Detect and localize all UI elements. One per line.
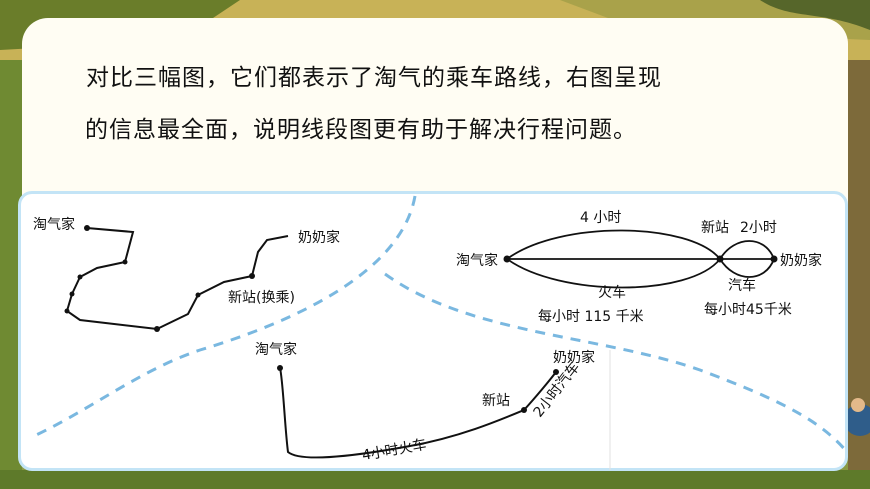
bottom-end-label: 奶奶家 [553,349,595,366]
route-maps-panel [18,191,848,471]
train-label: 火车 [598,284,626,301]
bottom-station-dot [521,407,527,413]
bottom-sketch-map: 淘气家 新站 奶奶家 4小时火车 2小时汽车 [255,341,595,464]
train-arc-bottom [506,258,721,289]
car-speed-label: 每小时45千米 [704,302,792,318]
left-start-dot [84,225,90,231]
bottom-start-label: 淘气家 [255,341,297,358]
bottom-train-note: 4小时火车 [361,436,428,464]
car-label: 汽车 [728,277,756,294]
right-end-label: 奶奶家 [780,252,822,269]
left-start-label: 淘气家 [33,216,75,233]
right-station-label: 新站 [701,220,729,236]
car-arc-top [719,240,775,260]
summary-text: 对比三幅图，它们都表示了淘气的乘车路线，右图呈现 的信息最全面，说明线段图更有助… [85,52,786,156]
train-speed-label: 每小时 115 千米 [538,309,644,325]
car-time-label: 2小时 [740,220,777,236]
bottom-station-label: 新站 [482,393,510,409]
bottom-car-note: 2小时汽车 [530,359,583,421]
left-end-label: 奶奶家 [298,229,340,246]
summary-line-1: 对比三幅图，它们都表示了淘气的乘车路线，右图呈现 [86,65,662,91]
bottom-route-line [279,367,557,459]
divider-top-left [31,195,417,439]
left-sketch-map: 淘气家 奶奶家 新站(换乘) [33,216,340,332]
left-route-line [65,227,289,331]
summary-line-2: 的信息最全面，说明线段图更有助于解决行程问题。 [85,117,637,143]
train-time-label: 4 小时 [580,210,621,226]
right-start-dot [503,255,511,263]
train-arc-top [506,229,721,260]
left-station-label: 新站(换乘) [228,289,295,306]
bottom-end-dot [553,369,559,375]
left-station-dot [249,273,255,279]
right-station-dot [716,255,724,263]
car-arc-bottom [719,258,775,278]
right-segment-diagram: 淘气家 新站 奶奶家 4 小时 2小时 火车 每小时 115 千米 汽车 每小时… [456,210,822,325]
dashed-dividers [31,195,849,453]
right-start-label: 淘气家 [456,252,498,269]
bottom-start-dot [277,365,283,371]
divider-right [384,272,849,453]
right-end-dot [770,255,778,263]
